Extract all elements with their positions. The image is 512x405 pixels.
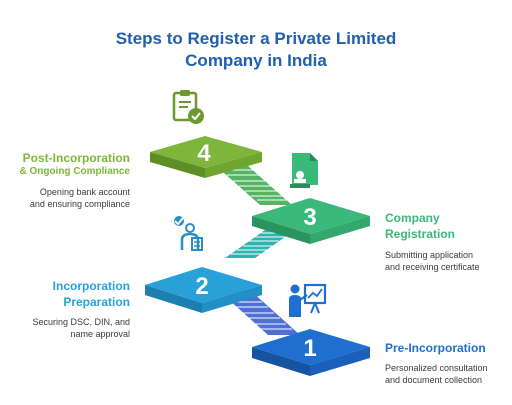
step-2-title-line-2: Preparation bbox=[63, 295, 130, 309]
platform-2 bbox=[145, 267, 262, 313]
step-2-description: Securing DSC, DIN, and name approval bbox=[10, 316, 130, 340]
step-number-4: 4 bbox=[197, 140, 211, 167]
step-1-description: Personalized consultation and document c… bbox=[385, 362, 510, 386]
step-2-title-line-1: Incorporation bbox=[52, 279, 130, 293]
step-3-description: Submitting application and receiving cer… bbox=[385, 249, 505, 273]
step-4-title-line-2-wrap: & Ongoing Compliance bbox=[10, 164, 130, 180]
document-stamp-icon bbox=[290, 153, 318, 188]
stairs-2-3 bbox=[225, 228, 298, 258]
platform-4 bbox=[150, 136, 262, 178]
step-3-title: Company Registration bbox=[385, 210, 505, 242]
platform-3 bbox=[252, 198, 370, 244]
step-1-title-line-1: Pre-Incorporation bbox=[385, 341, 486, 355]
step-1-desc-line-2: and document collection bbox=[385, 375, 483, 385]
step-4-title-line-2: & Ongoing Compliance bbox=[19, 166, 130, 177]
platform-1 bbox=[252, 329, 370, 376]
step-3-desc-line-2: and receiving certificate bbox=[385, 262, 480, 272]
step-2-desc-line-2: name approval bbox=[70, 329, 130, 339]
step-1-title: Pre-Incorporation bbox=[385, 340, 505, 356]
clipboard-check-icon bbox=[172, 90, 204, 124]
step-3-title-line-1: Company bbox=[385, 211, 440, 225]
step-1-desc-line-1: Personalized consultation bbox=[385, 363, 488, 373]
step-4-title-line-1: Post-Incorporation bbox=[22, 151, 130, 165]
step-4-title: Post-Incorporation bbox=[10, 150, 130, 166]
presentation-icon bbox=[289, 283, 327, 317]
step-4-description: Opening bank account and ensuring compli… bbox=[10, 186, 130, 210]
step-number-2: 2 bbox=[195, 273, 208, 300]
step-number-1: 1 bbox=[303, 335, 316, 362]
step-4-desc-line-1: Opening bank account bbox=[39, 187, 130, 197]
step-4-desc-line-2: and ensuring compliance bbox=[29, 199, 130, 209]
step-number-3: 3 bbox=[303, 204, 316, 231]
page-title-line-1: Steps to Register a Private Limited bbox=[115, 29, 397, 48]
step-3-title-line-2: Registration bbox=[385, 227, 456, 241]
checklist-person-icon bbox=[174, 216, 203, 251]
step-2-desc-line-1: Securing DSC, DIN, and bbox=[32, 317, 130, 327]
page-title-line-2: Company in India bbox=[185, 51, 327, 70]
step-2-title: Incorporation Preparation bbox=[10, 278, 130, 310]
stairs-3-4 bbox=[215, 165, 292, 205]
step-3-desc-line-1: Submitting application bbox=[385, 250, 474, 260]
